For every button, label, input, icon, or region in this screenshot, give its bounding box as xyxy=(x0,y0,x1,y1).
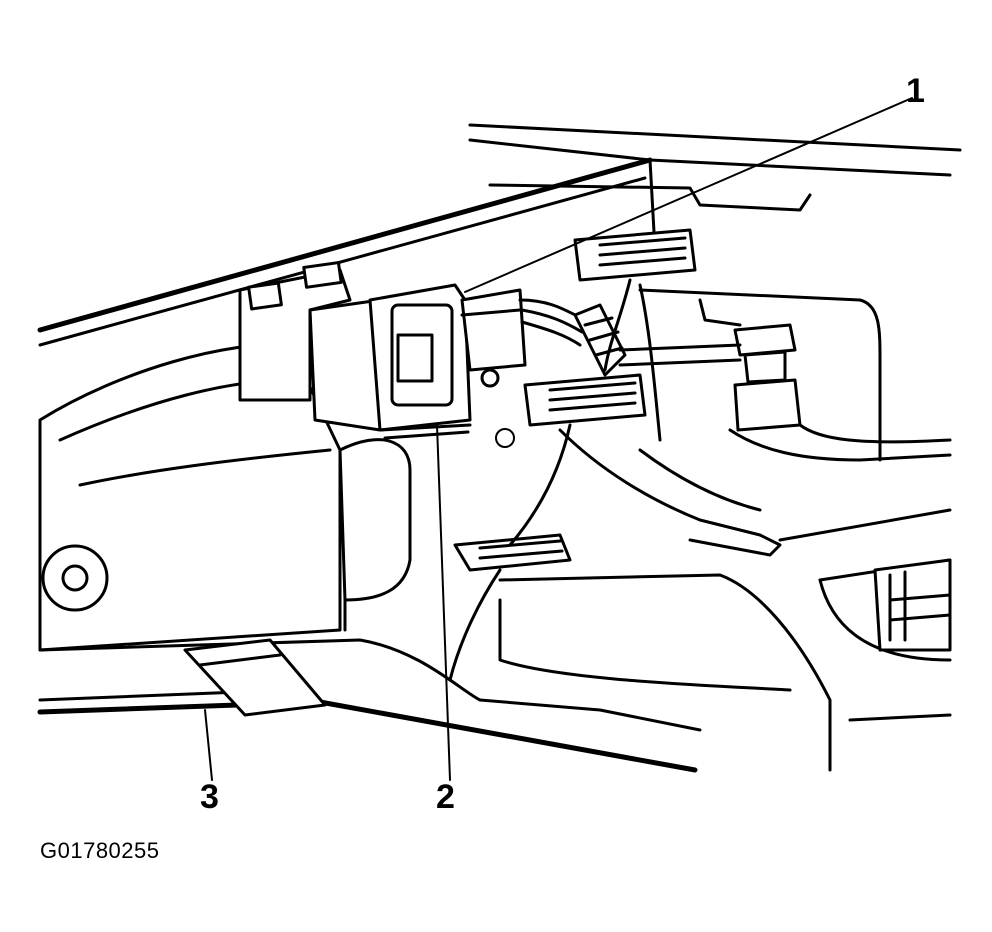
leader-line-1 xyxy=(464,97,913,293)
instrument-panel-housing xyxy=(38,342,482,702)
wiring-clips xyxy=(448,228,697,682)
leader-line-2 xyxy=(436,424,451,781)
mounting-bracket xyxy=(618,288,952,462)
leader-lines xyxy=(204,97,913,781)
leader-line-3 xyxy=(204,709,213,781)
figure-id: G01780255 xyxy=(40,838,160,863)
connector-block xyxy=(238,261,472,440)
lower-right-structure xyxy=(498,428,952,772)
lower-panel-edge xyxy=(37,690,702,773)
callout-2: 2 xyxy=(436,778,455,816)
callout-1: 1 xyxy=(906,72,925,110)
harness-connector xyxy=(460,288,627,388)
retaining-tab xyxy=(183,638,327,717)
callout-3: 3 xyxy=(200,778,219,816)
upper-panel-edge xyxy=(37,123,962,347)
